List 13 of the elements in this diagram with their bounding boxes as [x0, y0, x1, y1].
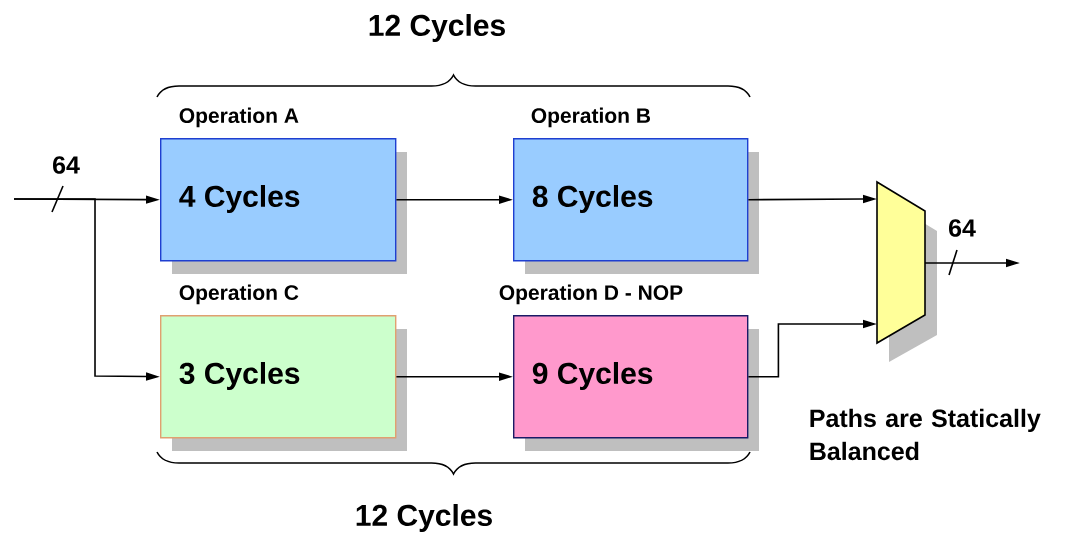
box-text: 8 Cycles — [532, 185, 653, 213]
box-heading: Operation D - NOP — [499, 284, 683, 305]
box-heading: Operation A — [179, 107, 299, 128]
box-heading: Operation B — [531, 107, 650, 128]
bus-width-label: 64 — [53, 156, 80, 174]
bus-width-label: 64 — [949, 219, 976, 237]
cycles-label: 12 Cycles — [369, 14, 505, 42]
box-text: 4 Cycles — [179, 185, 300, 213]
box-heading: Operation C — [179, 284, 299, 305]
note: Paths are Statically Balanced — [810, 408, 1041, 461]
cycles-label: 12 Cycles — [356, 504, 492, 532]
box-text: 9 Cycles — [532, 362, 653, 390]
box-text: 3 Cycles — [179, 362, 300, 390]
